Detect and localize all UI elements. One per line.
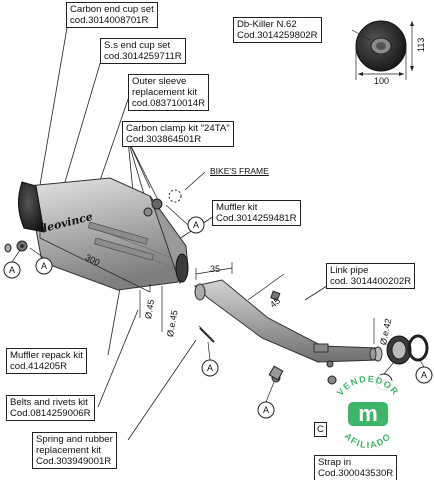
label-code: Cod.3014259802R [237,30,318,41]
label-muffler-kit: Muffler kit Cod.3014259481R [212,200,301,226]
label-partial-c: C [314,422,327,437]
label-spring-rubber: Spring and rubber replacement kit Cod.30… [32,432,117,469]
svg-text:A: A [421,370,427,380]
label-carbon-end-cup: Carbon end cup set cod.3014008701R [66,2,158,28]
label-code: cod.414205R [10,361,68,372]
hardware [4,189,337,385]
label-name: Muffler kit [216,202,258,213]
label-code: cod.3014259711R [104,51,182,62]
svg-text:A: A [9,265,15,275]
label-name: Carbon end cup set [70,4,154,15]
label-link-pipe: Link pipe cod. 3014400202R [326,263,416,289]
callout-a-2: A [35,257,53,275]
label-ss-end-cup: S.s end cup set cod.3014259711R [100,38,186,64]
label-name: S.s end cup set [104,40,171,51]
label-name: Muffler repack kit [10,350,83,361]
label-code: cod.3014008701R [70,15,149,26]
muffler-body: leovince [18,177,189,291]
link-pipe [193,279,383,363]
label-name: Carbon clamp kit "24TA" [126,123,230,134]
leader-lines [39,21,331,441]
callout-a-5: A [257,401,275,419]
callout-a-7: A [415,366,433,384]
label-name: Belts and rivets kit [10,397,88,408]
label-code: Cod.0814259006R [10,408,91,419]
label-line2: replacement kit [36,445,102,456]
label-code: cod.083710014R [132,98,206,109]
label-code: Cod.3014259481R [216,213,297,224]
label-code: cod. 3014400202R [330,276,412,287]
callout-a-4: A [201,359,219,377]
label-code: Cod.303949001R [36,456,112,467]
dim-width: 100 [374,76,390,86]
db-killer-detail [351,20,414,80]
label-line1: Spring and rubber [36,434,113,445]
label-bikes-frame: BIKE'S FRAME [210,166,269,176]
clamp-parts [369,334,429,365]
label-strap: Strap in Cod.300043530R [314,455,398,480]
label-outer-sleeve: Outer sleeve replacement kit cod.0837100… [128,74,210,111]
callout-a-1: A [3,261,21,279]
svg-text:A: A [207,363,213,373]
callout-a-3: A [187,216,205,234]
label-code: Cod.300043530R [318,468,394,479]
label-db-killer: Db-Killer N.62 Cod.3014259802R [233,17,322,43]
svg-text:A: A [263,405,269,415]
affiliate-seller-badge: VENDEDOR AFILIADO m [327,373,409,455]
svg-text:A: A [193,220,199,230]
dim-height: 113 [416,37,426,52]
label-muffler-repack: Muffler repack kit cod.414205R [6,348,87,374]
dim-35: 35 [210,264,221,274]
label-line1: Outer sleeve [132,76,187,87]
badge-mark: m [358,401,378,426]
label-name: Db-Killer N.62 [237,19,297,30]
label-carbon-clamp: Carbon clamp kit "24TA" Cod.303864501R [122,121,234,147]
dimension-lines [39,230,375,344]
label-name: Link pipe [330,265,369,276]
svg-text:A: A [41,261,47,271]
label-line1: Strap in [318,457,352,468]
label-code: Cod.303864501R [126,134,202,145]
label-line2: replacement kit [132,87,198,98]
label-belts-rivets: Belts and rivets kit Cod.0814259006R [6,395,95,421]
